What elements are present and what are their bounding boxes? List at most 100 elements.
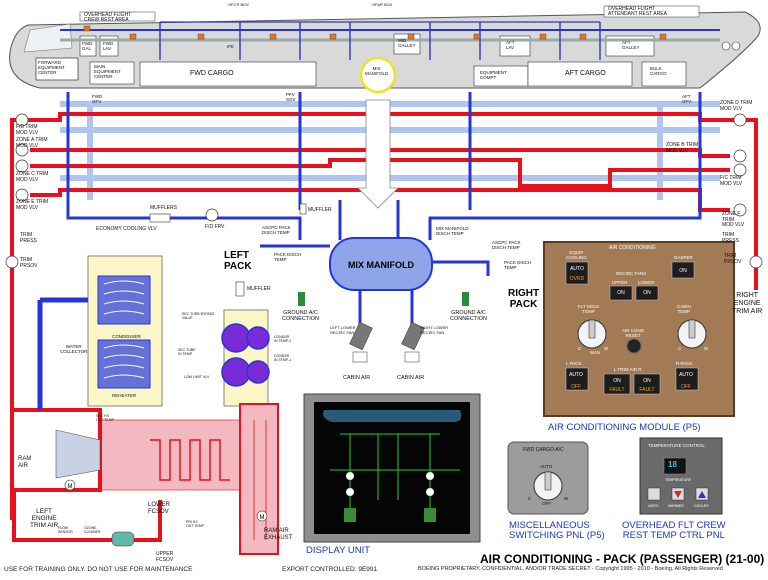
reheater-label: REHEATER xyxy=(112,393,137,398)
ltrim-fault-light: FAULT xyxy=(609,387,624,393)
gasper-on-light: ON xyxy=(679,268,687,274)
units-label: UNITS xyxy=(648,504,659,508)
pack-disch-right-label: PACK DISCH TEMP xyxy=(504,260,532,270)
sec-hx-label: SEC HX OUT TEMP xyxy=(96,414,114,422)
lpack-off-light: OFF xyxy=(571,384,581,390)
copyright-notice: BOEING PROPRIETARY, CONFIDENTIAL, AND/OR… xyxy=(418,566,723,572)
lower-fan-on: ON xyxy=(643,290,651,296)
pfv-sov-label: PFV SOV xyxy=(286,92,296,102)
fwd-cargo-label: FWD CARGO xyxy=(190,70,234,77)
misc-off-label: OFF xyxy=(542,501,551,506)
aft-ofv-label: AFT OFV xyxy=(682,94,692,104)
asc-left-label: ASCPC PACK DISCH TEMP xyxy=(262,225,291,235)
crew-rest-box xyxy=(79,11,156,22)
zone-c-label: ZONE C TRIM MOD VLV xyxy=(16,171,49,183)
fwd-ofv-label: FWD OFV xyxy=(92,94,103,104)
upper-label: UPPER xyxy=(612,280,628,285)
cold-air-ducts xyxy=(66,92,702,240)
fwd-gal-label: FWD GAL xyxy=(82,41,93,51)
low-limit-label: LOW LIMIT VLV xyxy=(184,375,210,379)
attendant-rest-box xyxy=(603,5,700,18)
lpack-auto: AUTO xyxy=(569,372,583,378)
rtrim-fault-light: FAULT xyxy=(639,387,654,393)
mix-manifold-label: MIX MANIFOLD xyxy=(348,260,414,270)
warmer-label: WARMER xyxy=(668,504,684,508)
equip-auto-light: AUTO xyxy=(570,266,584,272)
ltrim-on: ON xyxy=(613,378,621,384)
zone-d-label: ZONE D TRIM MOD VLV xyxy=(720,100,753,112)
aft-galley-label: AFT GALLEY xyxy=(622,40,640,50)
page-title: AIR CONDITIONING - PACK (PASSENGER) (21-… xyxy=(480,552,765,566)
sec-tube-label: SEC TUBE IN TEMP xyxy=(178,348,196,356)
upper-fan-on: ON xyxy=(617,290,625,296)
recirc-right-label: RIGHT LOWER RECIRC FAN xyxy=(420,325,449,335)
aft-lav-label: AFT LAV xyxy=(506,40,515,50)
temp-display: 18 xyxy=(668,460,677,469)
pack-disch-left-label: PACK DISCH TEMP xyxy=(274,252,302,262)
right-trim-press-label: TRIM PRESS xyxy=(722,232,739,244)
mix-manifold: MIX MANIFOLD xyxy=(329,237,433,291)
cabin-temp-label: CABIN TEMP xyxy=(677,304,691,314)
temperature-label: TEMPERATURE xyxy=(665,478,692,482)
sec-turbine-label: SEC TURB BYPASS VALVE xyxy=(182,312,215,320)
ofar-box-label: OFAR BOX xyxy=(372,2,393,7)
equip-cooling-label: EQUIP COOLING xyxy=(566,250,587,260)
fwd-lav-label: FWD LAV xyxy=(103,41,114,51)
economy-cooling-label: ECONOMY COOLING VLV xyxy=(96,226,157,232)
cabin-air-right-label: CABIN AIR xyxy=(397,375,425,381)
ram-exhaust-label: RAM AIR EXHAUST xyxy=(264,528,293,541)
mix-temp-label: MIX MANIFOLD DISCH TEMP xyxy=(436,226,469,236)
rpack-auto: AUTO xyxy=(679,372,693,378)
svg-text:M: M xyxy=(68,484,73,490)
fwd-cargo-ac-label: FWD CARGO A/C xyxy=(523,447,564,453)
equip-ovrd-light: OVRD xyxy=(570,276,585,282)
zone-a-label: ZONE A TRIM MOD VLV xyxy=(16,137,48,149)
ofcr-box-label: OFCR BOX xyxy=(228,2,249,7)
left-trim-press-label: TRIM PRESS xyxy=(20,232,37,244)
acm-caption: AIR CONDITIONING MODULE (P5) xyxy=(548,422,701,433)
left-engine-label: LEFT ENGINE TRIM AIR xyxy=(30,508,59,529)
l-pack-label: L PACK xyxy=(566,361,582,366)
zone-e-label: ZONE E TRIM MOD VLV xyxy=(16,199,49,211)
condsr-1-label: CONDSR IN TEMP-1 xyxy=(274,354,292,362)
acm-heading: AIR CONDITIONING xyxy=(609,245,656,251)
upper-fcsov-label: UPPER FCSOV xyxy=(156,551,174,563)
gasper-label: GASPER xyxy=(674,255,693,260)
right-engine-label: RIGHT ENGINE TRIM AIR xyxy=(732,292,763,315)
air-cond-reset-label: AIR COND RESET xyxy=(622,328,645,338)
left-pack: M M xyxy=(12,255,279,555)
fc-trim-label: F/C TRIM MOD VLV xyxy=(720,175,743,187)
mufflers-label: MUFFLERS xyxy=(150,205,177,211)
air-conditioning-module: OVRD OFF OFF FAULT FAULT AUTO ON ON ON A… xyxy=(543,241,735,417)
recirc-left-label: LEFT LOWER RECIRC FAN xyxy=(330,325,356,335)
zone-b-label: ZONE B TRIM MOD VLV xyxy=(666,142,699,154)
ife-label: IFE xyxy=(227,44,235,49)
muffler-left-label: MUFFLER xyxy=(247,286,271,292)
mid-galley-label: MID GALLEY xyxy=(398,38,416,48)
zone-f-label: ZONE F TRIM MOD VLV xyxy=(722,211,745,228)
temp-control-heading: TEMPERATURE CONTROL xyxy=(648,443,705,448)
lower-label: LOWER xyxy=(638,280,655,285)
main-equip-label: MAIN EQUIPMENT CENTER xyxy=(94,64,121,79)
fd-frv-label: F/D FRV xyxy=(205,224,225,230)
condsr-2-label: CONDSR IN TEMP-2 xyxy=(274,335,292,343)
equipment-compt-label: EQUIPMENT COMPT xyxy=(480,70,507,80)
aft-cargo-label: AFT CARGO xyxy=(565,70,606,77)
flt-c-label: C xyxy=(578,346,582,351)
condenser-label: CONDENSER xyxy=(112,334,141,339)
water-collector-label: WATER COLLECTOR xyxy=(60,344,88,354)
display-unit-frame xyxy=(303,393,481,543)
lower-fcsov-label: LOWER FCSOV xyxy=(148,502,171,515)
fuselage xyxy=(9,5,761,94)
manifold-arrow xyxy=(357,99,399,209)
cooler-label: COOLER xyxy=(694,504,709,508)
training-notice: USE FOR TRAINING ONLY. DO NOT USE FOR MA… xyxy=(4,566,193,573)
ground-connections xyxy=(298,292,469,363)
misc-caption: MISCELLANEOUS SWITCHING PNL (P5) xyxy=(509,520,605,541)
ozone-label: OZONE CLEANER xyxy=(84,526,101,534)
bulk-cargo-label: BULK CARGO xyxy=(650,66,667,76)
trim-air-label: L TRIM AIR R xyxy=(614,367,642,372)
left-trim-prsov-label: TRIM PRSOV xyxy=(20,257,38,269)
